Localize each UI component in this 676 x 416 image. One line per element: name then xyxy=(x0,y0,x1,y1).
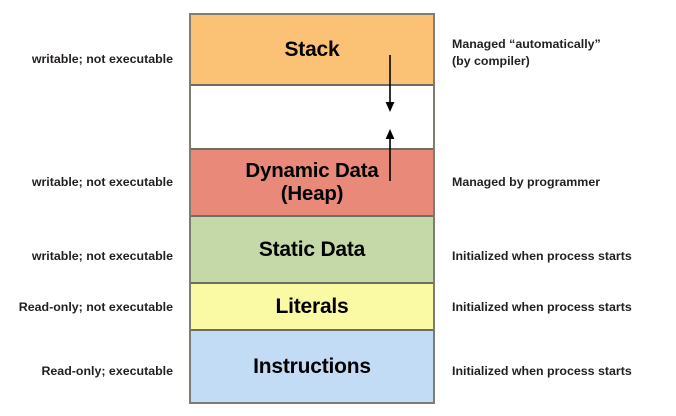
left-note-stack: writable; not executable xyxy=(31,52,173,66)
memory-band-literals: Literals xyxy=(191,284,433,331)
left-note-heap: writable; not executable xyxy=(31,175,173,189)
memory-band-static-data-label: Static Data xyxy=(258,237,366,261)
left-note-instructions: Read-only; executable xyxy=(41,364,173,378)
memory-column: Stack Dynamic Data (Heap) Static Data Li… xyxy=(189,13,435,404)
right-note-static-data: Initialized when process starts xyxy=(452,249,632,263)
right-note-instructions: Initialized when process starts xyxy=(452,364,632,378)
memory-band-stack-label: Stack xyxy=(284,37,340,61)
left-note-static-data: writable; not executable xyxy=(31,249,173,263)
memory-band-instructions-label: Instructions xyxy=(253,354,371,378)
memory-band-stack: Stack xyxy=(191,15,433,86)
right-note-stack: Managed “automatically” (by compiler) xyxy=(452,37,601,68)
right-note-heap: Managed by programmer xyxy=(452,175,601,189)
left-note-literals: Read-only; not executable xyxy=(18,300,173,314)
memory-band-heap-label: Dynamic Data (Heap) xyxy=(245,158,379,205)
memory-band-instructions: Instructions xyxy=(191,331,433,402)
memory-band-heap: Dynamic Data (Heap) xyxy=(191,150,433,217)
memory-band-gap xyxy=(191,86,433,150)
memory-band-static-data: Static Data xyxy=(191,217,433,284)
memory-band-literals-label: Literals xyxy=(275,294,349,318)
right-note-literals: Initialized when process starts xyxy=(452,300,632,314)
